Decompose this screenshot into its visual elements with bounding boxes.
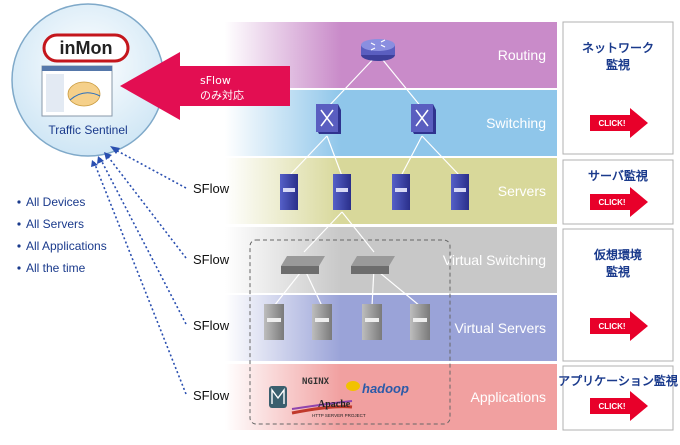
panel-title: アプリケーション監視 [558, 373, 678, 388]
panel-title: ネットワーク [582, 41, 654, 55]
panel-virtual-monitoring[interactable]: 仮想環境 監視 CLICK! [562, 228, 674, 362]
sflow-label-servers: SFlow [193, 181, 230, 196]
panel-network-monitoring[interactable]: ネットワーク 監視 CLICK! [562, 21, 674, 155]
layer-label-servers: Servers [498, 183, 546, 199]
sflow-only-arrow: sFlow のみ対応 [120, 52, 290, 120]
server-icon [280, 174, 298, 210]
click-label: CLICK! [598, 322, 625, 331]
click-arrow-button[interactable]: CLICK! [590, 187, 648, 217]
layer-label-virtual-servers: Virtual Servers [454, 320, 546, 336]
product-name: Traffic Sentinel [48, 123, 127, 137]
network-links [273, 53, 461, 307]
panel-title: 監視 [606, 264, 630, 279]
sflow-label-virtual-switching: SFlow [193, 252, 230, 267]
virtual-environment-box [249, 239, 451, 425]
inmon-logo [42, 33, 130, 63]
switch-icon [316, 104, 341, 134]
layer-label-applications: Applications [471, 389, 547, 405]
apache-label: Apache [318, 399, 351, 410]
list-item: All Applications [26, 239, 107, 253]
virtual-server-icon [264, 304, 284, 340]
panel-server-monitoring[interactable]: サーバ監視 CLICK! [562, 159, 674, 225]
virtual-switch-icon [281, 256, 325, 274]
virtual-server-icon [312, 304, 332, 340]
click-label: CLICK! [598, 402, 625, 411]
server-icon [451, 174, 469, 210]
dashboard-screenshot-icon [41, 65, 113, 117]
panel-title: 仮想環境 [593, 247, 642, 262]
list-item: All the time [26, 261, 86, 275]
arrow-label-line2: のみ対応 [200, 88, 244, 102]
apache-logo: Apache HTTP SERVER PROJECT [291, 399, 366, 418]
click-arrow-button[interactable]: CLICK! [590, 108, 648, 138]
sflow-dotted-arrows [93, 147, 187, 395]
panel-application-monitoring[interactable]: アプリケーション監視 CLICK! [558, 365, 678, 431]
sflow-label-applications: SFlow [193, 388, 230, 403]
server-icon [333, 174, 351, 210]
panel-title: 監視 [606, 57, 630, 72]
inmon-logo-text: inMon [60, 38, 113, 58]
server-icon [392, 174, 410, 210]
click-arrow-button[interactable]: CLICK! [590, 391, 648, 421]
switch-icon [411, 104, 436, 134]
arrow-label-line1: sFlow [200, 74, 231, 87]
memcached-logo-icon [269, 386, 287, 408]
layer-label-routing: Routing [498, 47, 546, 63]
coverage-list: All Devices All Servers All Applications… [17, 195, 107, 275]
list-item: All Devices [26, 195, 85, 209]
virtual-server-icon [362, 304, 382, 340]
click-label: CLICK! [598, 119, 625, 128]
hadoop-label: hadoop [362, 381, 409, 396]
traffic-sentinel-circle: inMon Traffic Sentinel [11, 3, 165, 157]
apache-sublabel: HTTP SERVER PROJECT [312, 413, 366, 418]
click-arrow-button[interactable]: CLICK! [590, 311, 648, 341]
click-label: CLICK! [598, 198, 625, 207]
nginx-logo: NGINX [302, 377, 330, 387]
list-item: All Servers [26, 217, 84, 231]
sflow-label-virtual-servers: SFlow [193, 318, 230, 333]
layer-label-virtual-switching: Virtual Switching [443, 252, 546, 268]
hadoop-logo: hadoop [346, 381, 409, 396]
panel-title: サーバ監視 [588, 168, 648, 183]
virtual-server-icon [410, 304, 430, 340]
virtual-switch-icon [351, 256, 395, 274]
arrowhead-icon [91, 146, 120, 167]
layer-label-switching: Switching [486, 115, 546, 131]
router-icon [361, 39, 395, 61]
